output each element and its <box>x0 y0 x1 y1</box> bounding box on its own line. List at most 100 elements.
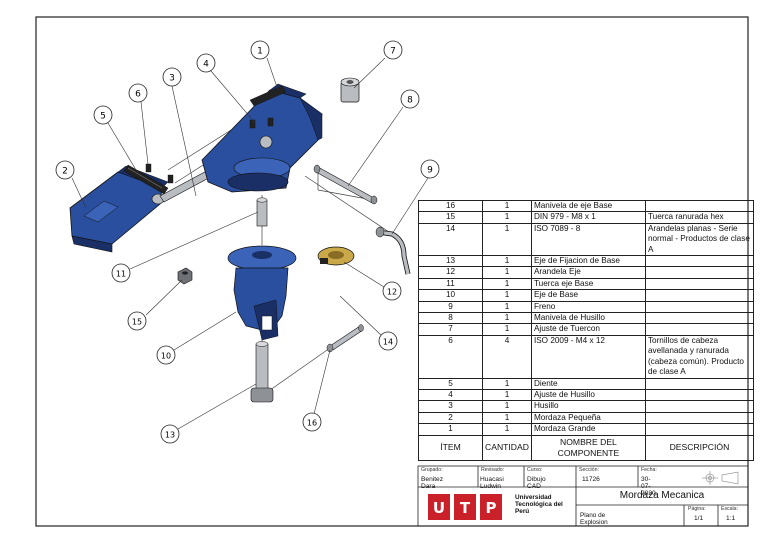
grupo-value: Benitez Dara <box>421 476 443 490</box>
part-manivela-eje-base <box>326 324 364 353</box>
bom-quantity-cell: 1 <box>482 312 532 325</box>
svg-text:6: 6 <box>135 90 141 100</box>
balloon-13: 13 <box>160 424 180 444</box>
bom-name-cell: Freno <box>530 300 646 314</box>
bom-quantity-cell: 1 <box>482 277 532 291</box>
bom-name-cell: Manivela de Husillo <box>530 312 646 325</box>
bom-name-cell: Diente <box>530 377 646 390</box>
bom-description-cell <box>644 255 754 268</box>
bom-name-cell: ISO 7089 - 8 <box>530 222 646 257</box>
bom-name-cell: Eje de Fijacion de Base <box>530 255 646 268</box>
balloon-3: 3 <box>162 67 182 87</box>
svg-text:1: 1 <box>257 47 263 57</box>
part-diente <box>123 164 169 195</box>
bom-description-cell <box>644 300 754 314</box>
bom-item-cell: 12 <box>418 266 483 279</box>
bom-item-cell: 3 <box>418 400 483 413</box>
bom-description-cell <box>644 312 754 325</box>
bom-description-cell <box>644 199 754 213</box>
seccion-value: 11726 <box>582 476 600 483</box>
balloon-1: 1 <box>250 40 270 60</box>
bom-item-cell: 11 <box>418 277 483 291</box>
bom-header-quantity: CANTIDAD <box>482 434 532 461</box>
bom-quantity-cell: 1 <box>482 289 532 302</box>
bom-name-cell: Tuerca eje Base <box>530 277 646 291</box>
balloon-2: 2 <box>55 160 75 180</box>
svg-text:8: 8 <box>407 96 413 106</box>
svg-text:5: 5 <box>100 112 106 122</box>
bom-item-cell: 6 <box>418 334 483 379</box>
bom-description-cell <box>644 411 754 425</box>
bom-quantity-cell: 1 <box>482 300 532 314</box>
svg-text:10: 10 <box>161 352 171 361</box>
bom-item-cell: 2 <box>418 411 483 425</box>
bom-quantity-cell: 1 <box>482 222 532 257</box>
part-mordaza-grande <box>201 83 323 193</box>
svg-text:13: 13 <box>165 431 175 440</box>
bom-item-cell: 16 <box>418 199 483 213</box>
escala-label: Escala: <box>721 506 739 512</box>
part-tuerca-eje-base <box>256 197 268 227</box>
bom-name-cell: Ajuste de Husillo <box>530 388 646 402</box>
seccion-label: Sección: <box>579 467 599 473</box>
revisado-value: Huacasi Ludwin <box>480 476 504 490</box>
bom-description-cell: Tornillos de cabeza avellanada y ranurad… <box>644 334 754 379</box>
bom-description-cell <box>644 423 754 436</box>
part-ajuste-tuercon <box>340 77 360 103</box>
curso-label: Curso: <box>527 467 543 473</box>
balloon-8: 8 <box>400 89 420 109</box>
svg-text:U: U <box>433 499 445 517</box>
part-tuerca-din979 <box>177 267 193 285</box>
balloon-4: 4 <box>196 53 216 73</box>
bom-name-cell: ISO 2009 - M4 x 12 <box>530 334 646 379</box>
bom-quantity-cell: 1 <box>482 411 532 425</box>
bom-name-cell: DIN 979 - M8 x 1 <box>530 211 646 224</box>
part-eje-fijacion <box>250 341 274 403</box>
part-freno <box>375 226 411 275</box>
bom-item-cell: 4 <box>418 388 483 402</box>
bom-quantity-cell: 4 <box>482 334 532 379</box>
svg-text:2: 2 <box>62 167 68 177</box>
bom-item-cell: 5 <box>418 377 483 390</box>
bom-item-cell: 9 <box>418 300 483 314</box>
part-mordaza-pequena <box>69 165 169 253</box>
part-tornillos <box>145 117 274 184</box>
bom-name-cell: Manivela de eje Base <box>530 199 646 213</box>
bom-quantity-cell: 1 <box>482 323 532 336</box>
balloon-14: 14 <box>378 331 398 351</box>
exploded-view: 1 2 3 4 5 6 7 8 9 10 11 12 13 14 15 16 <box>55 40 440 444</box>
bom-description-cell <box>644 266 754 279</box>
bom-description-cell <box>644 289 754 302</box>
svg-text:3: 3 <box>169 74 175 84</box>
grupo-label: Grupado: <box>421 467 443 473</box>
escala-value: 1:1 <box>726 515 736 522</box>
bom-name-cell: Arandela Eje <box>530 266 646 279</box>
bom-item-cell: 1 <box>418 423 483 436</box>
bom-quantity-cell: 1 <box>482 266 532 279</box>
bom-item-cell: 15 <box>418 211 483 224</box>
svg-text:9: 9 <box>427 166 433 176</box>
balloon-6: 6 <box>128 83 148 103</box>
bom-name-cell: Mordaza Grande <box>530 423 646 436</box>
svg-text:7: 7 <box>390 47 396 57</box>
bom-description-cell <box>644 377 754 390</box>
bom-item-cell: 8 <box>418 312 483 325</box>
item-balloons: 1 2 3 4 5 6 7 8 9 10 11 12 13 14 15 16 <box>55 40 440 444</box>
svg-text:14: 14 <box>383 338 393 347</box>
balloon-12: 12 <box>382 281 402 301</box>
fecha-label: Fecha: <box>641 467 657 473</box>
balloon-7: 7 <box>383 40 403 60</box>
